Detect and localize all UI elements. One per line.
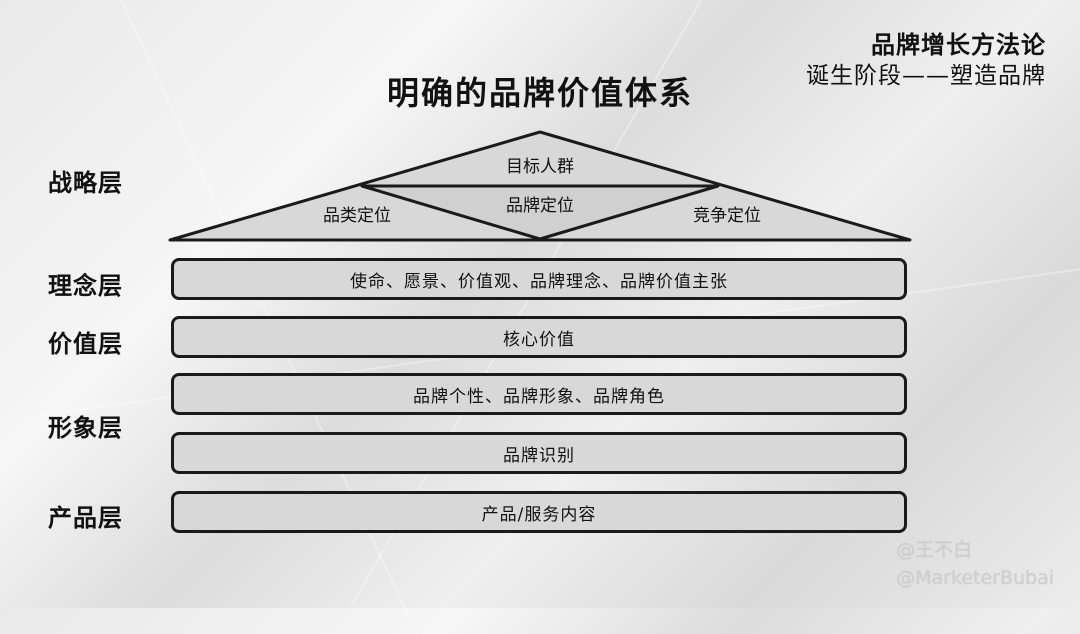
stage-title: 诞生阶段——塑造品牌 [806,63,1046,89]
layer-label-concept: 理念层 [48,272,123,300]
roof-inner-triangle [360,184,720,241]
strategy-roof: 目标人群 品牌定位 品类定位 竞争定位 [168,130,912,242]
header-block: 品牌增长方法论 诞生阶段——塑造品牌 [806,30,1046,92]
series-title: 品牌增长方法论 [871,31,1046,59]
bar-core-value: 核心价值 [171,316,907,358]
roof-right-label: 竞争定位 [693,206,761,226]
watermark-name: @王不白 [896,539,973,561]
layer-label-strategy: 战略层 [48,169,123,197]
roof-top-label: 目标人群 [506,157,574,177]
watermark: @王不白 @MarketerBubai [896,536,1054,592]
diagram-title: 明确的品牌价值体系 [386,74,693,112]
watermark-handle: @MarketerBubai [896,567,1054,589]
roof-center-label: 品牌定位 [506,196,574,216]
layer-label-product: 产品层 [48,504,123,532]
bar-brand-identity: 品牌识别 [171,432,907,474]
roof-left-label: 品类定位 [323,206,391,226]
layer-label-value: 价值层 [48,330,123,358]
layer-label-image: 形象层 [48,414,123,442]
bar-concept: 使命、愿景、价值观、品牌理念、品牌价值主张 [171,258,907,300]
bar-brand-personality: 品牌个性、品牌形象、品牌角色 [171,373,907,415]
bar-product-service: 产品/服务内容 [171,491,907,533]
